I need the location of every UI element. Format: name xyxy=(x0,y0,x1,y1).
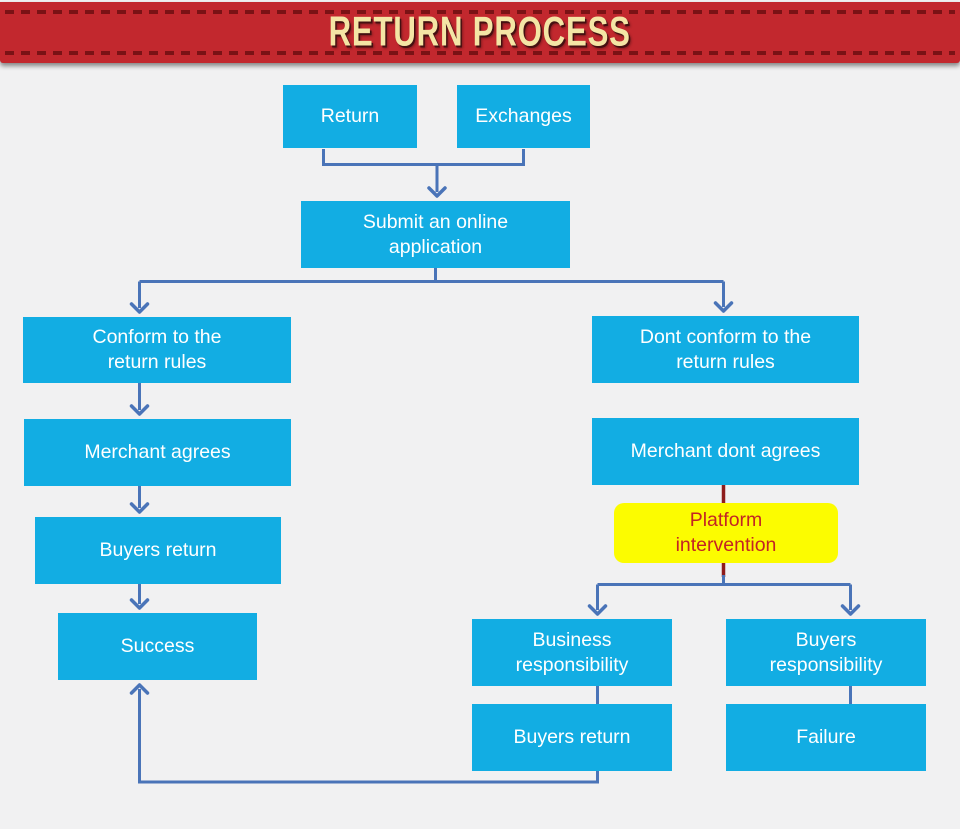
arrow-down-success-icon xyxy=(129,598,150,610)
node-buyers-return-left: Buyers return xyxy=(35,517,281,584)
node-failure: Failure xyxy=(726,704,926,771)
node-submit-online-application: Submit an online application xyxy=(301,201,570,268)
node-conform-to-return-rules: Conform to the return rules xyxy=(23,317,291,383)
node-label: Platform intervention xyxy=(675,509,777,556)
node-success: Success xyxy=(58,613,257,680)
page-title: RETURN PROCESS xyxy=(328,9,632,55)
node-label: Exchanges xyxy=(475,105,572,127)
node-label: Return xyxy=(320,105,380,127)
node-buyers-return-right: Buyers return xyxy=(472,704,672,771)
node-label: Buyers return xyxy=(513,726,631,748)
header-banner: RETURN PROCESS xyxy=(0,2,960,63)
arrow-down-buyers-resp-icon xyxy=(840,604,861,616)
node-platform-intervention: Platform intervention xyxy=(614,503,838,563)
node-buyers-responsibility: Buyers responsibility xyxy=(726,619,926,686)
banner-dashed-line-top xyxy=(5,10,955,14)
arrow-up-success-icon xyxy=(129,683,150,695)
banner-dashed-line-bottom xyxy=(5,51,955,55)
node-label: Submit an online application xyxy=(362,210,509,258)
connector-return-exchanges-join xyxy=(322,149,525,166)
node-label: Buyers return xyxy=(99,539,217,561)
arrow-down-conform-icon xyxy=(129,302,150,314)
node-merchant-agrees: Merchant agrees xyxy=(24,419,291,486)
node-dont-conform-to-return-rules: Dont conform to the return rules xyxy=(592,316,859,383)
node-merchant-dont-agrees: Merchant dont agrees xyxy=(592,418,859,485)
node-label: Dont conform to the return rules xyxy=(639,325,812,373)
node-label: Buyers responsibility xyxy=(769,628,883,676)
arrow-down-merchant-agrees-icon xyxy=(129,404,150,416)
node-label: Success xyxy=(120,635,195,657)
node-label: Merchant dont agrees xyxy=(630,440,821,462)
arrow-down-dont-conform-icon xyxy=(713,301,734,313)
node-exchanges: Exchanges xyxy=(457,85,590,148)
node-label: Business responsibility xyxy=(515,628,629,676)
node-label: Merchant agrees xyxy=(84,441,231,463)
node-label: Failure xyxy=(796,726,856,748)
arrow-down-business-icon xyxy=(587,604,608,616)
node-return: Return xyxy=(283,85,417,148)
node-label: Conform to the return rules xyxy=(92,326,222,373)
arrow-down-submit-icon xyxy=(427,186,447,198)
arrow-down-buyers-return-icon xyxy=(129,502,150,514)
node-business-responsibility: Business responsibility xyxy=(472,619,672,686)
